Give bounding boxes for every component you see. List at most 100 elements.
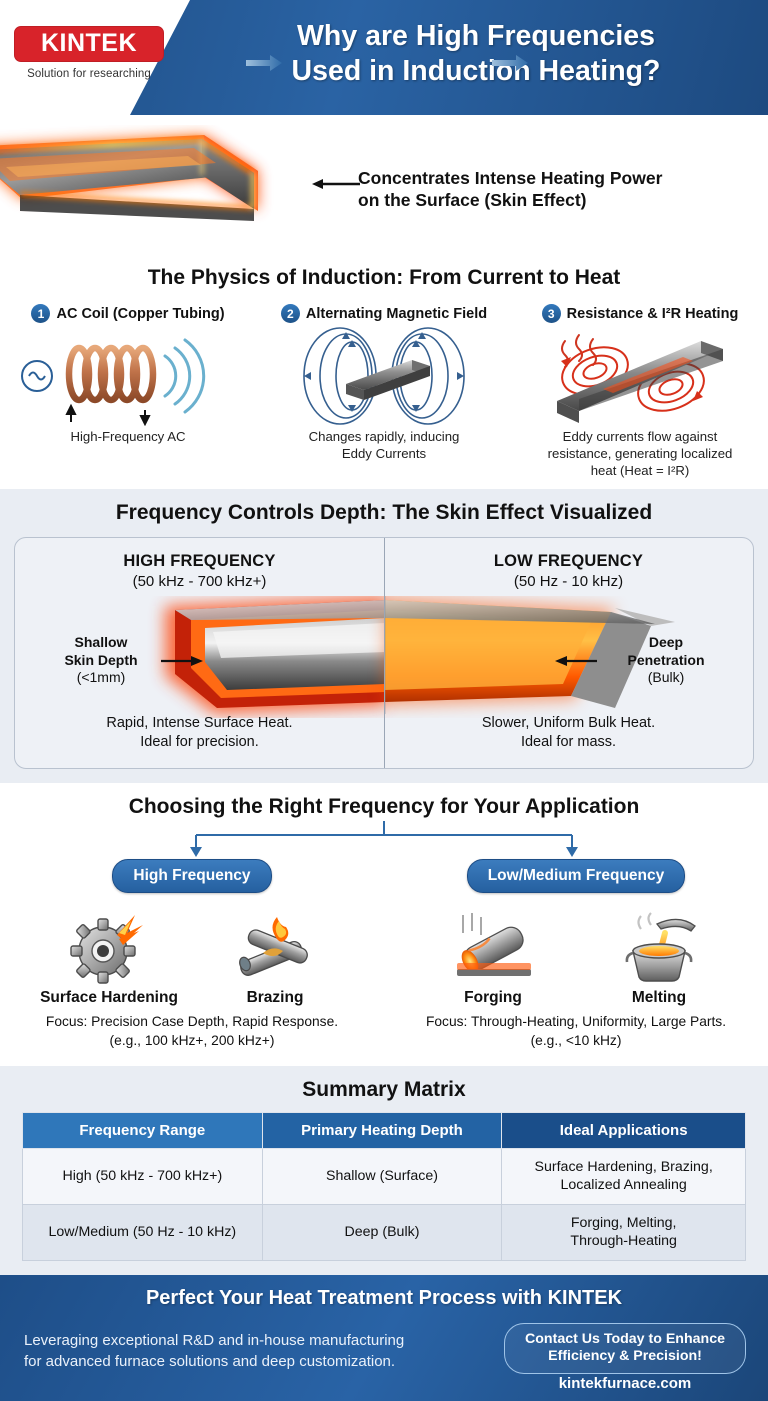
pill-col-low: Low/Medium Frequency	[384, 859, 768, 894]
step-2-caption-line1: Changes rapidly, inducing	[308, 429, 460, 444]
shallow-note-line2: Skin Depth	[64, 651, 138, 668]
website-link[interactable]: kintekfurnace.com	[558, 1374, 692, 1392]
physics-title: The Physics of Induction: From Current t…	[147, 266, 621, 289]
shallow-note-line3: (<1mm)	[76, 669, 126, 686]
magnetic-field-icon	[303, 326, 465, 425]
step-2-caption-line2: Eddy Currents	[341, 446, 427, 462]
low-frequency-focus: Focus: Through-Heating, Uniformity, Larg…	[384, 1013, 768, 1049]
table-header-row: Frequency Range Primary Heating Depth Id…	[22, 1111, 746, 1149]
logo-tagline: Solution for researching	[27, 68, 151, 80]
deep-note-line1: Deep	[648, 634, 684, 651]
applications-row: Surface Hardening	[0, 907, 768, 1049]
cell-depth-high: Shallow (Surface)	[261, 1147, 503, 1205]
application-brazing: Brazing	[205, 907, 345, 1007]
high-frequency-focus: Focus: Precision Case Depth, Rapid Respo…	[0, 1013, 384, 1049]
cell-apps-high-line1: Surface Hardening, Brazing,	[534, 1158, 713, 1175]
skin-panel-divider	[384, 538, 385, 769]
cta-line2: Efficiency & Precision!	[548, 1348, 702, 1365]
physics-section: The Physics of Induction: From Current t…	[0, 55, 768, 490]
step-3-badge: 3	[541, 304, 561, 323]
hero-section: Concentrates Intense Heating Power on th…	[0, 115, 768, 262]
gear-spark-icon	[70, 915, 143, 985]
table-row: High (50 kHz - 700 kHz+) Shallow (Surfac…	[22, 1147, 746, 1205]
logo-wordmark: KINTEK	[40, 29, 138, 57]
branch-connector	[0, 819, 768, 859]
high-focus-line2: (e.g., 100 kHz+, 200 kHz+)	[109, 1032, 275, 1048]
shallow-depth-arrow-icon	[161, 656, 203, 667]
cta-line1: Contact Us Today to Enhance	[525, 1330, 725, 1347]
step-3-caption: Eddy currents flow against resistance, g…	[512, 428, 768, 479]
low-frequency-range: (50 Hz - 10 kHz)	[513, 573, 624, 591]
step-2-title: Alternating Magnetic Field	[305, 305, 488, 322]
footer-title: Perfect Your Heat Treatment Process with…	[145, 1286, 623, 1309]
flow-arrow-2-icon	[492, 55, 528, 71]
hero-callout: Concentrates Intense Heating Power on th…	[358, 167, 748, 212]
low-frequency-footnote: Slower, Uniform Bulk Heat. Ideal for mas…	[384, 714, 753, 752]
low-focus-line2: (e.g., <10 kHz)	[530, 1032, 622, 1048]
choosing-title: Choosing the Right Frequency for Your Ap…	[128, 795, 640, 819]
step-3-title: Resistance & I²R Heating	[566, 305, 739, 322]
glowing-bar-illustration	[0, 135, 258, 221]
cell-apps-high: Surface Hardening, Brazing, Localized An…	[501, 1147, 746, 1205]
skin-effect-bar-illustration	[165, 596, 675, 715]
surface-hardening-label: Surface Hardening	[40, 989, 178, 1007]
brazing-flame-icon	[239, 917, 308, 977]
cell-range-high: High (50 kHz - 700 kHz+)	[22, 1147, 263, 1205]
deep-penetration-note: Deep Penetration (Bulk)	[601, 634, 731, 687]
low-focus-line1: Focus: Through-Heating, Uniformity, Larg…	[425, 1014, 727, 1030]
brazing-label: Brazing	[246, 989, 304, 1007]
hero-callout-line2: on the Surface (Skin Effect)	[358, 190, 587, 211]
physics-steps: 1 AC Coil (Copper Tubing)	[0, 55, 768, 479]
high-frequency-heading: HIGH FREQUENCY	[123, 552, 276, 571]
high-frequency-footnote: Rapid, Intense Surface Heat. Ideal for p…	[15, 714, 384, 752]
skin-panel-low-frequency: LOW FREQUENCY (50 Hz - 10 kHz) Deep Pene…	[384, 538, 753, 768]
application-group-low: Forging	[384, 907, 768, 1049]
pill-col-high: High Frequency	[0, 859, 384, 894]
step-1-title: AC Coil (Copper Tubing)	[56, 305, 225, 322]
application-melting: Melting	[589, 907, 729, 1007]
column-header-frequency-range: Frequency Range	[22, 1111, 263, 1149]
flow-arrow-1-icon	[246, 55, 282, 71]
ac-coil-icon	[21, 338, 206, 426]
summary-title: Summary Matrix	[302, 1077, 466, 1101]
header-banner: KINTEK Solution for researching Why are …	[0, 0, 768, 115]
summary-section: Summary Matrix Frequency Range Primary H…	[0, 1065, 768, 1275]
application-surface-hardening: Surface Hardening	[39, 907, 179, 1007]
footer-body: Leveraging exceptional R&D and in-house …	[24, 1330, 464, 1373]
application-group-high: Surface Hardening	[0, 907, 384, 1049]
high-frequency-range: (50 kHz - 700 kHz+)	[132, 573, 267, 591]
step-1-badge: 1	[31, 304, 51, 323]
shallow-note-line1: Shallow	[74, 634, 128, 651]
table-row: Low/Medium (50 Hz - 10 kHz) Deep (Bulk) …	[22, 1203, 746, 1261]
summary-matrix-table: Frequency Range Primary Heating Depth Id…	[22, 1111, 746, 1261]
physics-step-2: 2 Alternating Magnetic Field	[256, 304, 512, 479]
contact-us-button[interactable]: Contact Us Today to Enhance Efficiency &…	[504, 1322, 746, 1375]
physics-step-1: 1 AC Coil (Copper Tubing)	[0, 304, 256, 479]
forging-billet-icon	[457, 913, 531, 977]
shallow-skin-depth-note: Shallow Skin Depth (<1mm)	[41, 634, 161, 687]
pill-low-medium-frequency[interactable]: Low/Medium Frequency	[466, 859, 686, 894]
hero-callout-line1: Concentrates Intense Heating Power	[358, 168, 663, 188]
pill-high-frequency[interactable]: High Frequency	[112, 859, 272, 894]
cell-apps-low-line1: Forging, Melting,	[570, 1214, 677, 1231]
skin-effect-panel: HIGH FREQUENCY (50 kHz - 700 kHz+) Shall…	[14, 537, 754, 770]
skin-effect-section: Frequency Controls Depth: The Skin Effec…	[0, 489, 768, 784]
cell-range-low: Low/Medium (50 Hz - 10 kHz)	[22, 1203, 263, 1261]
melting-label: Melting	[631, 989, 687, 1007]
frequency-pills: High Frequency Low/Medium Frequency	[0, 859, 768, 894]
footer-body-line1: Leveraging exceptional R&D and in-house …	[24, 1331, 405, 1349]
step-3-caption-line3: heat (Heat = I²R)	[590, 463, 690, 479]
step-2-caption: Changes rapidly, inducing Eddy Currents	[256, 428, 512, 462]
low-frequency-heading: LOW FREQUENCY	[493, 552, 644, 571]
footer-body-line2: for advanced furnace solutions and deep …	[24, 1352, 396, 1370]
high-frequency-foot-line1: Rapid, Intense Surface Heat.	[106, 715, 293, 732]
deep-penetration-arrow-icon	[555, 656, 597, 667]
low-frequency-heading-group: LOW FREQUENCY (50 Hz - 10 kHz)	[384, 538, 753, 590]
page-title-line1: Why are High Frequencies	[297, 20, 655, 52]
page-title-line2: Used in Induction Heating?	[291, 55, 661, 88]
step-1-art	[0, 323, 256, 428]
cell-depth-low: Deep (Bulk)	[261, 1203, 503, 1261]
deep-note-line2: Penetration	[627, 651, 705, 668]
physics-step-3: 3 Resistance & I²R Heating	[512, 304, 768, 479]
